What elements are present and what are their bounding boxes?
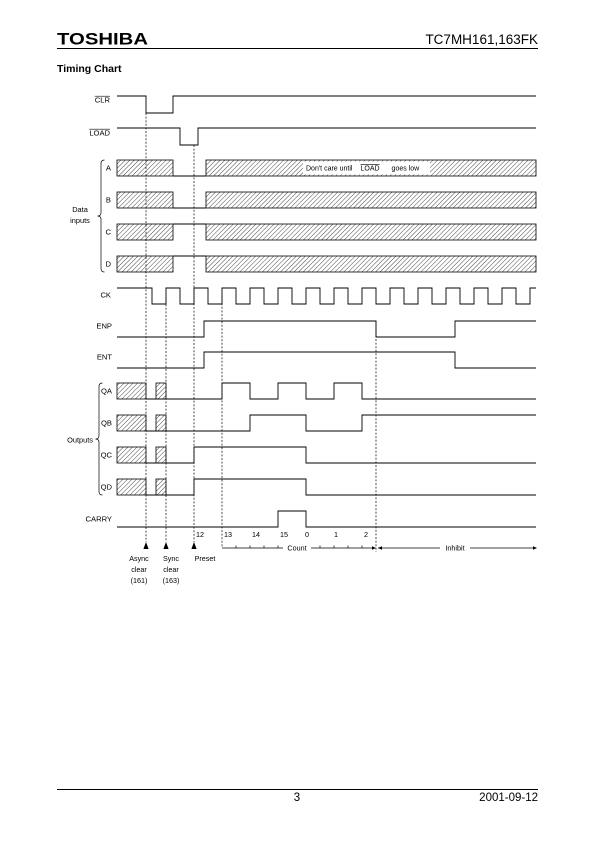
outputs-brace bbox=[95, 382, 103, 496]
signal-label-qb: QB bbox=[101, 419, 112, 428]
input-d-dont-care-hatch bbox=[116, 255, 174, 273]
output-qb-waveform bbox=[146, 414, 536, 432]
signal-label-b: B bbox=[106, 196, 111, 205]
dont-care-note: Don't care until LOAD goes low bbox=[303, 161, 430, 175]
output-qa-undefined-hatch bbox=[116, 382, 147, 400]
signal-label-d: D bbox=[106, 260, 112, 269]
input-c-dont-care-hatch bbox=[116, 223, 174, 241]
outputs-label: Outputs bbox=[67, 436, 93, 445]
count-value: 2 bbox=[364, 530, 368, 539]
signal-label-a: A bbox=[106, 164, 112, 173]
inhibit-phase-arrowhead-left bbox=[378, 546, 382, 550]
sync-clear-label-line2: clear bbox=[163, 565, 179, 574]
carry-waveform bbox=[117, 510, 536, 528]
load-waveform bbox=[117, 127, 536, 146]
data-inputs-brace bbox=[97, 159, 105, 273]
group-labels: Data inputs Outputs bbox=[67, 205, 93, 445]
ck-waveform bbox=[117, 287, 536, 305]
count-phase-arrowhead bbox=[372, 546, 376, 550]
count-value: 13 bbox=[224, 530, 232, 539]
toshiba-logo: TOSHIBA bbox=[57, 31, 148, 49]
input-b-dont-care-hatch bbox=[205, 191, 537, 209]
signal-label-qd: QD bbox=[101, 483, 113, 492]
output-qa-sync-pending-hatch bbox=[155, 382, 167, 400]
page-header: TOSHIBA TC7MH161,163FK bbox=[57, 31, 538, 49]
async-clear-label-line1: Async bbox=[129, 554, 149, 563]
count-value: 14 bbox=[252, 530, 260, 539]
output-qc-sync-pending-hatch bbox=[155, 446, 167, 464]
async-clear-label-line3: (161) bbox=[131, 576, 148, 585]
sync-clear-label-line1: Sync bbox=[163, 554, 179, 563]
phase-labels: Count Inhibit bbox=[283, 543, 470, 553]
timing-diagram-marks bbox=[95, 95, 537, 552]
input-d-dont-care-hatch bbox=[205, 255, 537, 273]
note-suffix: goes low bbox=[392, 166, 421, 173]
enp-waveform bbox=[117, 320, 536, 338]
output-qc-undefined-hatch bbox=[116, 446, 147, 464]
sync-clear-label-line3: (163) bbox=[163, 576, 180, 585]
note-prefix: Don't care until bbox=[306, 166, 353, 173]
signal-labels: CLR LOAD A B C D CK ENP ENT QA QB QC QD … bbox=[86, 96, 113, 524]
signal-label-carry: CARRY bbox=[86, 515, 112, 524]
input-b-dont-care-hatch bbox=[116, 191, 174, 209]
note-text: Don't care until LOAD goes low bbox=[306, 166, 420, 173]
preset-label: Preset bbox=[195, 554, 216, 563]
count-label-background bbox=[283, 543, 311, 553]
output-qa-waveform bbox=[146, 382, 536, 400]
input-a-dont-care-hatch bbox=[116, 159, 174, 177]
page-number: 3 bbox=[294, 792, 300, 804]
signal-label-qa: QA bbox=[101, 387, 113, 396]
output-qd-sync-pending-hatch bbox=[155, 478, 167, 496]
inhibit-label-background bbox=[440, 543, 470, 553]
signal-label-load: LOAD bbox=[89, 129, 110, 138]
inhibit-phase-label: Inhibit bbox=[445, 544, 464, 553]
sync-clear-marker bbox=[163, 542, 169, 549]
async-clear-label-line2: clear bbox=[131, 565, 147, 574]
count-value: 1 bbox=[334, 530, 338, 539]
note-signal-load: LOAD bbox=[360, 166, 379, 173]
signal-label-c: C bbox=[106, 228, 112, 237]
signal-label-clr: CLR bbox=[95, 96, 111, 105]
inhibit-phase-arrowhead-right bbox=[533, 546, 537, 550]
output-qb-sync-pending-hatch bbox=[155, 414, 167, 432]
preset-marker bbox=[191, 542, 197, 549]
count-phase-label: Count bbox=[287, 544, 306, 553]
data-inputs-label-line2: inputs bbox=[70, 216, 90, 225]
ent-waveform bbox=[117, 351, 536, 369]
revision-date: 2001-09-12 bbox=[479, 792, 538, 804]
output-qd-waveform bbox=[146, 478, 536, 496]
async-clear-marker bbox=[143, 542, 149, 549]
count-sequence: 12 13 14 15 0 1 2 bbox=[196, 530, 368, 539]
data-inputs-label-line1: Data bbox=[72, 205, 89, 214]
note-background bbox=[303, 161, 430, 175]
event-markers: Async clear (161) Sync clear (163) Prese… bbox=[129, 554, 215, 585]
signal-label-qc: QC bbox=[101, 451, 113, 460]
signal-label-enp: ENP bbox=[96, 322, 112, 331]
clr-waveform bbox=[117, 95, 536, 114]
output-qd-undefined-hatch bbox=[116, 478, 147, 496]
signal-label-ck: CK bbox=[100, 291, 111, 300]
section-title: Timing Chart bbox=[57, 63, 122, 75]
input-c-dont-care-hatch bbox=[205, 223, 537, 241]
count-value: 15 bbox=[280, 530, 288, 539]
output-qc-waveform bbox=[146, 446, 536, 464]
signal-label-ent: ENT bbox=[97, 353, 113, 362]
part-number: TC7MH161,163FK bbox=[425, 32, 538, 47]
output-qb-undefined-hatch bbox=[116, 414, 147, 432]
count-value: 0 bbox=[305, 530, 309, 539]
count-value: 12 bbox=[196, 530, 204, 539]
page-footer: 3 2001-09-12 bbox=[57, 789, 538, 804]
